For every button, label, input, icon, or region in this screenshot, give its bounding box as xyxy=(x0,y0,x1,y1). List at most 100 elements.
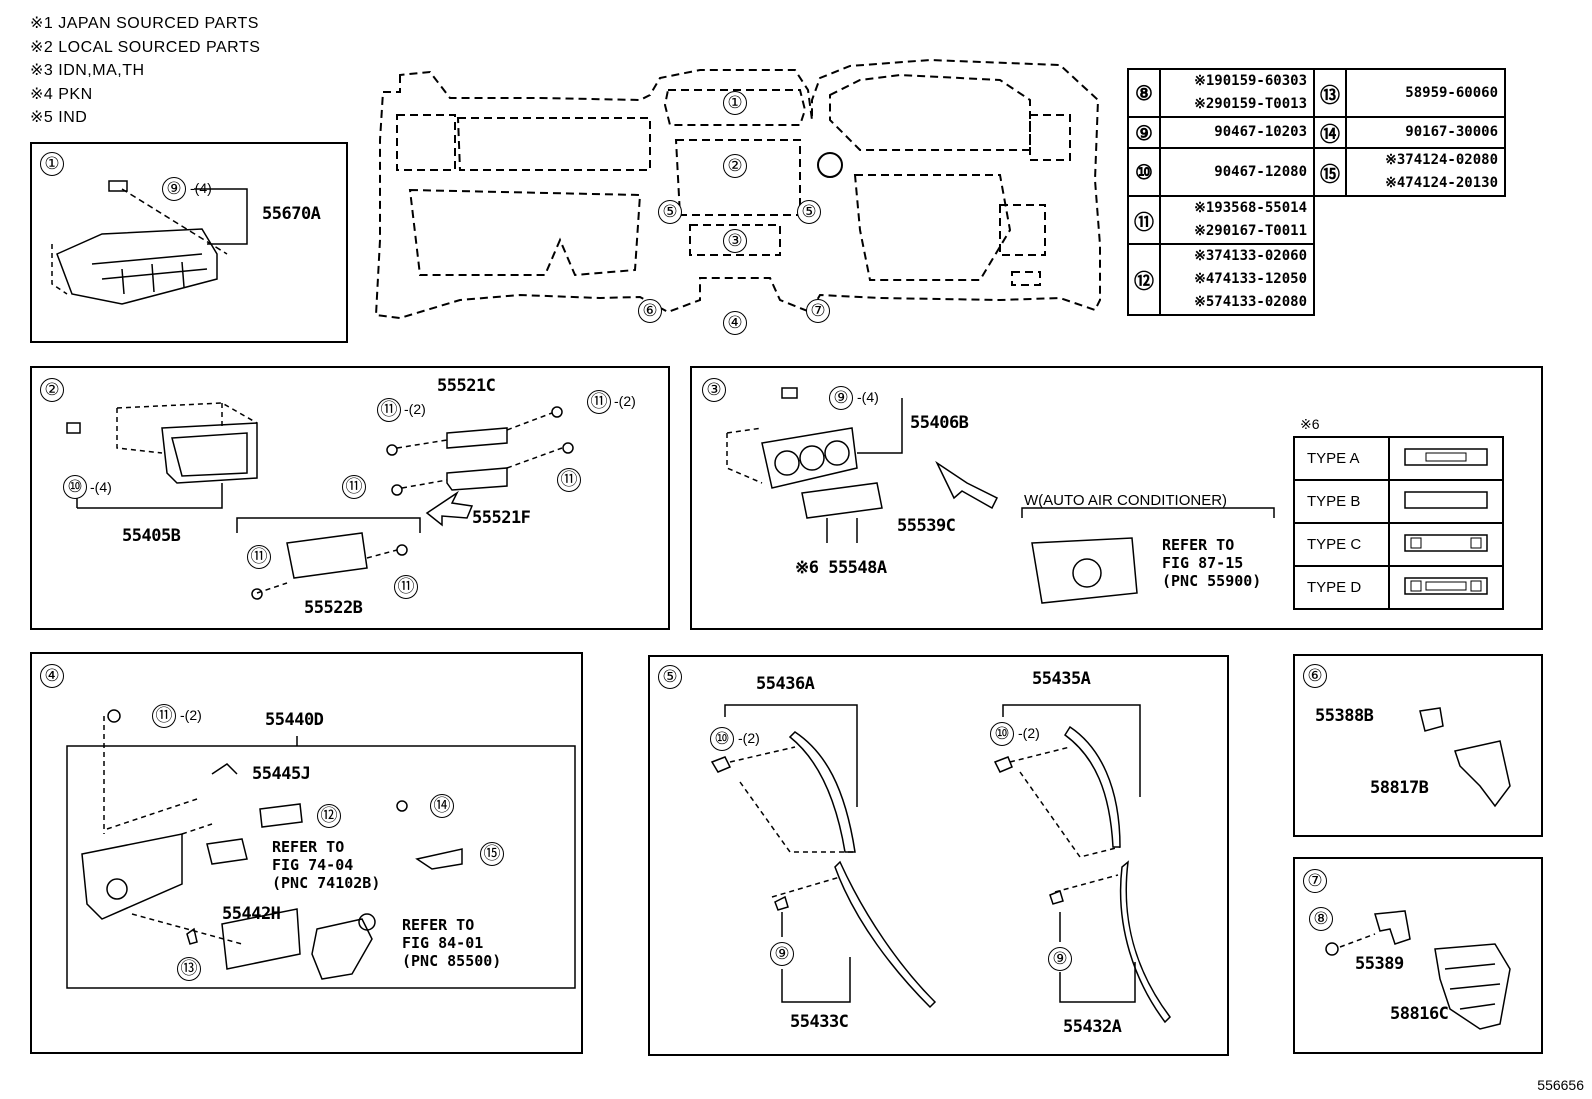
panel-7-drawing xyxy=(1325,910,1511,1030)
panel-2-callout-11f: ⑪ xyxy=(394,575,418,599)
panel-2-callout-11c: ⑪ xyxy=(342,475,366,499)
part-9: 90467-10203 xyxy=(1159,116,1315,149)
type-c-label: TYPE C xyxy=(1293,522,1390,567)
panel-4-callout-12: ⑫ xyxy=(317,804,341,828)
panel-4-callout-15: ⑮ xyxy=(480,842,504,866)
panel-5-qty-10b: -(2) xyxy=(1018,725,1040,741)
panel-5-callout-10b: ⑩ xyxy=(990,722,1014,746)
type-table: TYPE A TYPE B TYPE C TYPE D xyxy=(1293,436,1504,610)
parts-number-table: ⑧ ※190159-60303※290159-T0013 ⑬ 58959-600… xyxy=(1127,68,1506,316)
table-key-11: ⑪ xyxy=(1127,195,1161,245)
panel-6: ⑥ 55388B 58817B xyxy=(1293,654,1543,837)
type-b-image xyxy=(1388,479,1504,524)
panel-6-number: ⑥ xyxy=(1303,664,1327,688)
panel-2-callout-10: ⑩ xyxy=(63,475,87,499)
type-note: ※6 xyxy=(1300,416,1320,432)
panel-4-number: ④ xyxy=(40,664,64,688)
panel-3-number: ③ xyxy=(702,378,726,402)
callout-1-overview: ① xyxy=(723,91,747,115)
panel-3-drawing xyxy=(726,387,1275,604)
panel-6-drawing xyxy=(1419,707,1511,808)
part-55539C-label: 55539C xyxy=(897,516,956,536)
part-55389-label: 55389 xyxy=(1355,954,1404,974)
refer-fig-84-01: REFER TO FIG 84-01 (PNC 85500) xyxy=(402,916,502,970)
notes-block: ※1 JAPAN SOURCED PARTS ※2 LOCAL SOURCED … xyxy=(30,12,260,130)
panel-7-callout-8: ⑧ xyxy=(1309,907,1333,931)
panel-7-number: ⑦ xyxy=(1303,869,1327,893)
refer-fig-74-04: REFER TO FIG 74-04 (PNC 74102B) xyxy=(272,838,381,892)
part-11-b: ※290167-T0011 xyxy=(1194,223,1307,239)
callout-6-overview: ⑥ xyxy=(638,299,662,323)
type-a-image xyxy=(1388,436,1504,481)
part-10: 90467-12080 xyxy=(1159,147,1315,197)
part-55670A-label: 55670A xyxy=(262,204,321,224)
panel-4-qty-11: -(2) xyxy=(180,707,202,723)
table-key-10: ⑩ xyxy=(1127,147,1161,197)
part-55442H-label: 55442H xyxy=(222,904,281,924)
panel-1: ① ⑨ -(4) 55670A xyxy=(30,142,348,343)
panel-2-callout-11b: ⑪ xyxy=(587,390,611,414)
type-b-label: TYPE B xyxy=(1293,479,1390,524)
note-5: ※5 IND xyxy=(30,109,88,126)
part-55432A-label: 55432A xyxy=(1063,1017,1122,1037)
part-12-a: ※374133-02060 xyxy=(1194,248,1307,264)
type-a-label: TYPE A xyxy=(1293,436,1390,481)
panel-4-drawing xyxy=(66,709,576,989)
part-55521F-label: 55521F xyxy=(472,508,531,528)
note-1: ※1 JAPAN SOURCED PARTS xyxy=(30,15,259,32)
type-d-image xyxy=(1388,565,1504,610)
part-58816C-label: 58816C xyxy=(1390,1004,1449,1024)
panel-1-callout-9: ⑨ xyxy=(162,177,186,201)
part-58817B-label: 58817B xyxy=(1370,778,1429,798)
panel-5-callout-10a: ⑩ xyxy=(710,727,734,751)
panel-4-callout-14: ⑭ xyxy=(430,794,454,818)
panel-5-number: ⑤ xyxy=(658,665,682,689)
table-key-9: ⑨ xyxy=(1127,116,1161,149)
panel-2-drawing xyxy=(66,402,574,600)
refer-fig-87-15: REFER TO FIG 87-15 (PNC 55900) xyxy=(1162,536,1262,590)
panel-3-callout-9: ⑨ xyxy=(829,386,853,410)
part-13: 58959-60060 xyxy=(1345,68,1506,118)
note-2: ※2 LOCAL SOURCED PARTS xyxy=(30,38,261,56)
table-key-15: ⑮ xyxy=(1313,147,1347,197)
panel-3-qty-9: -(4) xyxy=(857,389,879,405)
panel-1-qty: -(4) xyxy=(190,180,212,196)
part-8-b: ※290159-T0013 xyxy=(1194,96,1307,112)
panel-2-qty-10: -(4) xyxy=(90,479,112,495)
callout-5b-overview: ⑤ xyxy=(797,200,821,224)
part-11-a: ※193568-55014 xyxy=(1194,200,1307,216)
part-15-a: ※374124-02080 xyxy=(1385,152,1498,168)
part-55388B-label: 55388B xyxy=(1315,706,1374,726)
panel-2: ② ⑩ -(4) 55405B 55521C ⑪ -(2) ⑪ -(2) ⑪ ⑪… xyxy=(30,366,670,630)
type-d-label: TYPE D xyxy=(1293,565,1390,610)
callout-3-overview: ③ xyxy=(723,229,747,253)
panel-1-number: ① xyxy=(40,152,64,176)
panel-4-callout-13: ⑬ xyxy=(177,957,201,981)
panel-2-callout-11d: ⑪ xyxy=(557,468,581,492)
part-55522B-label: 55522B xyxy=(304,598,363,618)
panel-7: ⑦ ⑧ 55389 58816C xyxy=(1293,857,1543,1054)
table-key-12: ⑫ xyxy=(1127,243,1161,316)
table-key-8: ⑧ xyxy=(1127,68,1161,118)
part-12-b: ※474133-12050 xyxy=(1194,271,1307,287)
panel-2-number: ② xyxy=(40,378,64,402)
figure-code: 556656 xyxy=(1537,1077,1584,1093)
panel-5-drawing xyxy=(710,704,1171,1024)
part-12-c: ※574133-02080 xyxy=(1194,294,1307,310)
type-c-image xyxy=(1388,522,1504,567)
part-55405B-label: 55405B xyxy=(122,526,181,546)
callout-2-overview: ② xyxy=(723,154,747,178)
part-55548A-label: ※6 55548A xyxy=(795,558,887,578)
panel-2-callout-11e: ⑪ xyxy=(247,545,271,569)
part-15-b: ※474124-20130 xyxy=(1385,175,1498,191)
part-8-a: ※190159-60303 xyxy=(1194,73,1307,89)
panel-5-callout-9b: ⑨ xyxy=(1048,947,1072,971)
callout-7-overview: ⑦ xyxy=(806,299,830,323)
callout-4-overview: ④ xyxy=(723,311,747,335)
part-55436A-label: 55436A xyxy=(756,674,815,694)
part-14: 90167-30006 xyxy=(1345,116,1506,149)
auto-air-conditioner-note: W(AUTO AIR CONDITIONER) xyxy=(1024,492,1228,509)
panel-5-qty-10a: -(2) xyxy=(738,730,760,746)
panel-5-callout-9a: ⑨ xyxy=(770,942,794,966)
panel-4-callout-11: ⑪ xyxy=(152,704,176,728)
